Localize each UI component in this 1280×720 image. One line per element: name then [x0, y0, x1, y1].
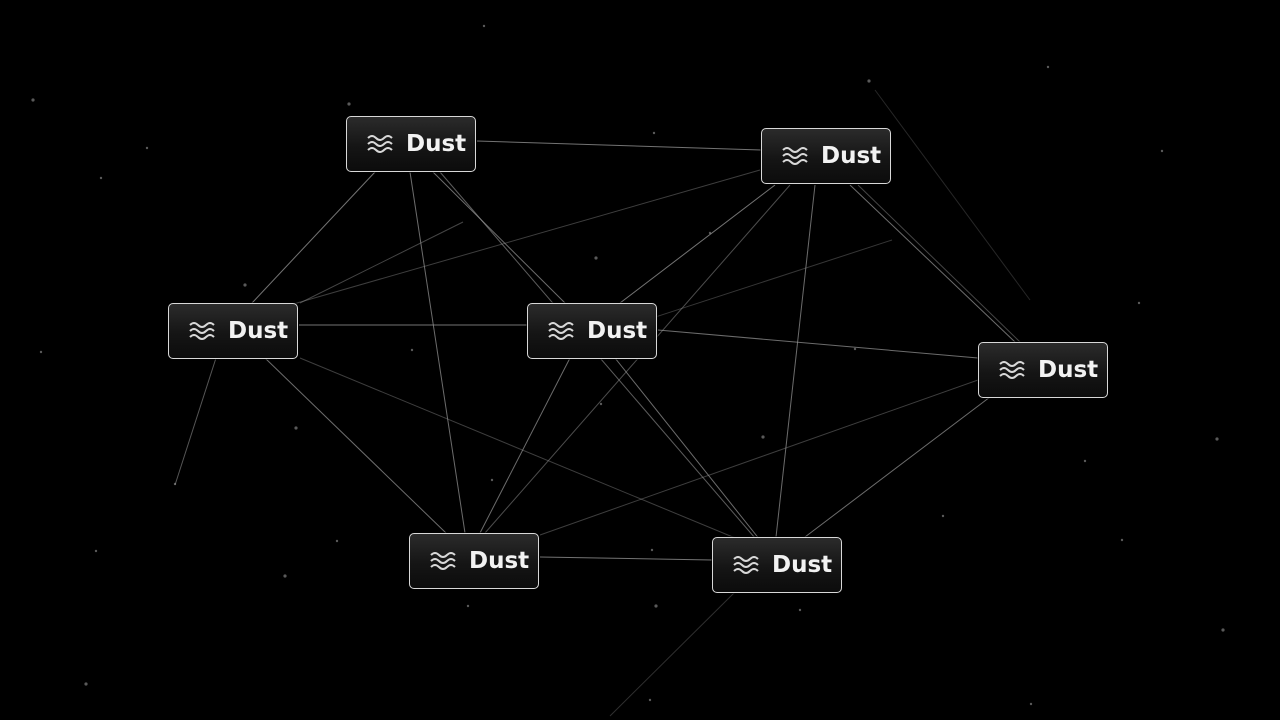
- connection-line: [432, 171, 566, 304]
- element-card-dust[interactable]: Dust: [712, 537, 842, 593]
- star-dot: [1029, 702, 1033, 706]
- star-dot: [31, 98, 35, 102]
- element-label: Dust: [469, 547, 530, 574]
- connection-line: [484, 184, 791, 534]
- star-dot: [1221, 628, 1225, 632]
- connection-line: [609, 591, 736, 717]
- connection-line: [251, 171, 376, 304]
- connection-line: [299, 221, 464, 304]
- star-dot: [798, 608, 802, 612]
- wind-waves-icon: [998, 358, 1028, 382]
- star-dot: [482, 24, 486, 28]
- star-dot: [466, 604, 470, 608]
- connection-line: [657, 329, 979, 359]
- wind-waves-icon: [366, 132, 396, 156]
- wind-waves-icon: [429, 549, 459, 573]
- wind-waves-icon: [781, 144, 811, 168]
- connection-line: [804, 396, 991, 538]
- star-dot: [648, 698, 652, 702]
- star-dot: [490, 478, 494, 482]
- element-card-dust[interactable]: Dust: [168, 303, 298, 359]
- star-dot: [94, 549, 98, 553]
- element-label: Dust: [772, 551, 833, 578]
- connection-line: [857, 184, 1021, 343]
- element-label: Dust: [821, 142, 882, 169]
- star-dot: [1083, 459, 1087, 463]
- connection-line: [476, 140, 762, 151]
- star-dot: [652, 131, 656, 135]
- connection-line: [289, 169, 761, 306]
- star-dot: [84, 682, 88, 686]
- wind-waves-icon: [547, 319, 577, 343]
- connection-line: [479, 357, 571, 534]
- star-dot: [243, 283, 247, 287]
- star-dot: [1120, 538, 1124, 542]
- element-card-dust[interactable]: Dust: [761, 128, 891, 184]
- element-label: Dust: [228, 317, 289, 344]
- star-dot: [599, 402, 603, 406]
- connection-line: [299, 357, 741, 541]
- connection-line: [874, 89, 1031, 301]
- star-dot: [1046, 65, 1050, 69]
- star-dot: [410, 348, 414, 352]
- connection-line: [849, 184, 1016, 343]
- star-dot: [867, 79, 871, 83]
- star-dot: [294, 426, 298, 430]
- star-dot: [654, 604, 658, 608]
- star-dot: [145, 146, 149, 150]
- star-dot: [39, 350, 43, 354]
- element-card-dust[interactable]: Dust: [527, 303, 657, 359]
- element-label: Dust: [406, 130, 467, 157]
- wind-waves-icon: [732, 553, 762, 577]
- element-card-dust[interactable]: Dust: [409, 533, 539, 589]
- connection-line: [619, 184, 776, 304]
- star-dot: [761, 435, 765, 439]
- star-dot: [335, 539, 339, 543]
- element-label: Dust: [587, 317, 648, 344]
- star-dot: [283, 574, 287, 578]
- star-dot: [594, 256, 598, 260]
- star-dot: [1137, 301, 1141, 305]
- connection-line: [539, 379, 979, 536]
- element-label: Dust: [1038, 356, 1099, 383]
- wind-waves-icon: [188, 319, 218, 343]
- star-dot: [99, 176, 103, 180]
- star-dot: [650, 548, 654, 552]
- connection-line: [539, 556, 713, 561]
- star-dot: [347, 102, 351, 106]
- star-dot: [941, 514, 945, 518]
- star-dot: [1215, 437, 1219, 441]
- star-dot: [853, 347, 857, 351]
- connection-line: [775, 184, 816, 538]
- connection-line: [264, 357, 447, 534]
- connection-line: [174, 357, 217, 486]
- connection-line: [614, 357, 761, 541]
- element-card-dust[interactable]: Dust: [346, 116, 476, 172]
- element-card-dust[interactable]: Dust: [978, 342, 1108, 398]
- star-dot: [1160, 149, 1164, 153]
- connection-line: [409, 171, 466, 534]
